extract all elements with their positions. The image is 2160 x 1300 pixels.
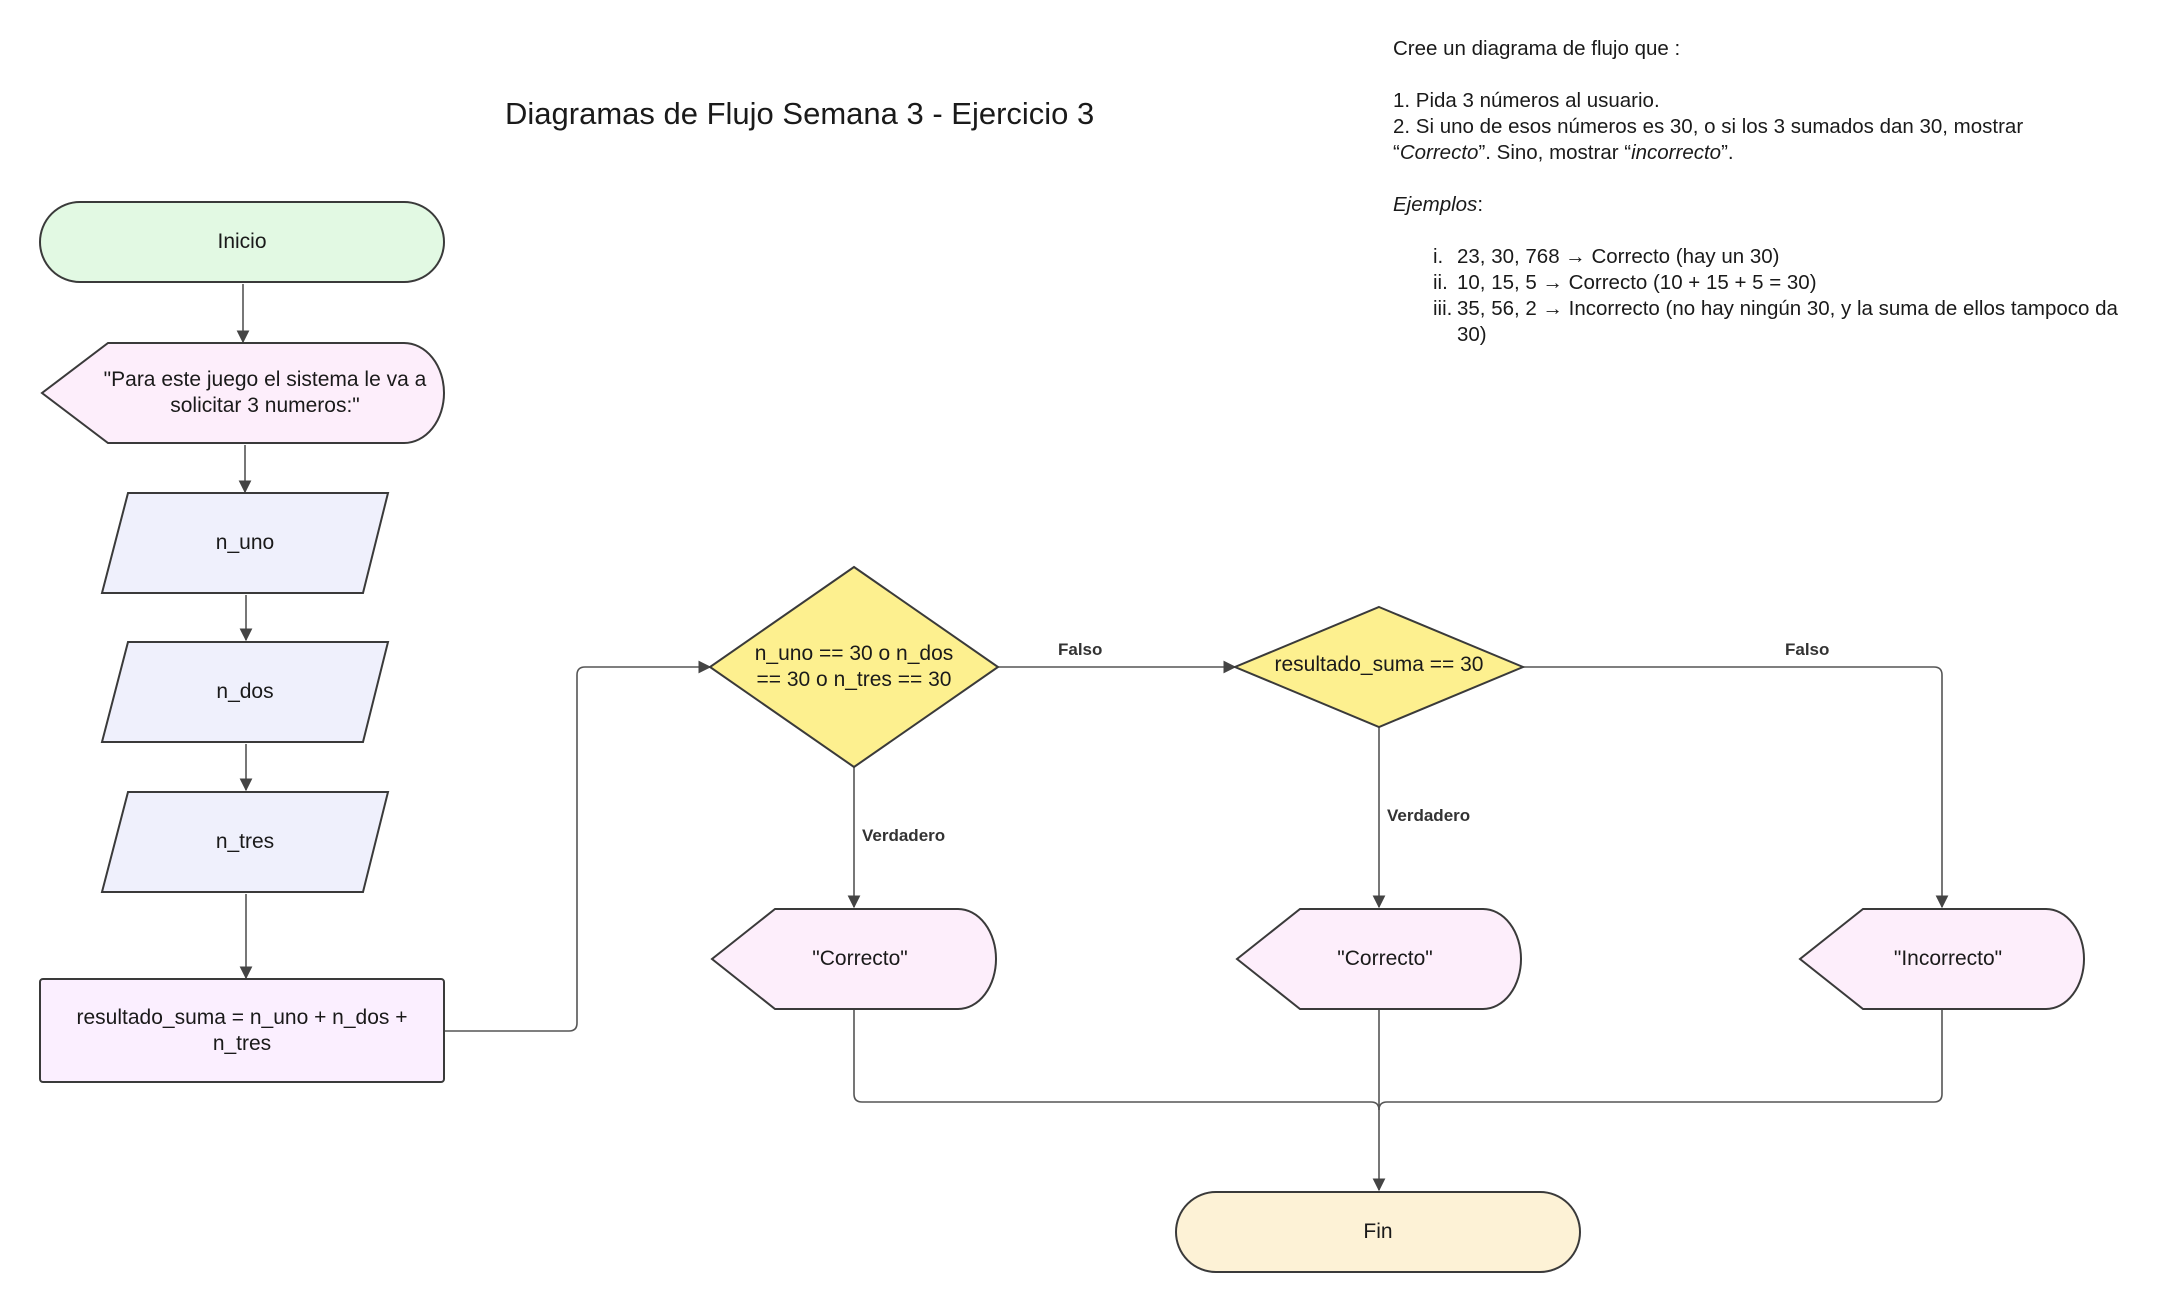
page-title: Diagramas de Flujo Semana 3 - Ejercicio …	[505, 96, 1095, 131]
example-text: 35, 56, 2 → Incorrecto (no hay ningún 30…	[1457, 297, 2118, 346]
end-terminal[interactable]	[1175, 1191, 1581, 1273]
examples-list: i. 23, 30, 768 → Correcto (hay un 30) ii.…	[1393, 244, 2133, 348]
example-item: iii.35, 56, 2 → Incorrecto (no hay ningú…	[1433, 296, 2133, 348]
example-text: 23, 30, 768 → Correcto (hay un 30)	[1457, 245, 1780, 268]
display-intro[interactable]	[40, 342, 445, 444]
display-incorrecto[interactable]	[1798, 908, 2085, 1010]
input-n-tres[interactable]	[100, 791, 390, 893]
incorrect-word: incorrecto	[1631, 141, 1722, 164]
example-number: i.	[1433, 245, 1444, 268]
edge-label-d2-true: Verdadero	[1387, 806, 1471, 825]
example-number: ii.	[1433, 271, 1448, 294]
input-n-dos[interactable]	[100, 641, 390, 743]
decision-numbers-30[interactable]	[708, 565, 1000, 769]
edge-incorrecto-merge	[1378, 1010, 1943, 1111]
examples-colon: :	[1477, 193, 1484, 216]
display-correcto-1[interactable]	[710, 908, 997, 1010]
process-suma[interactable]	[39, 978, 445, 1083]
example-text: 10, 15, 5 → Correcto (10 + 15 + 5 = 30)	[1457, 271, 1817, 294]
step-2-middle: ”. Sino, mostrar “	[1478, 141, 1632, 164]
instructions-step-1: 1. Pida 3 números al usuario.	[1393, 89, 1660, 112]
step-2-end: ”.	[1721, 141, 1734, 164]
edge-label-d1-false: Falso	[1058, 640, 1103, 659]
example-number: iii.	[1433, 297, 1453, 320]
display-correcto-2[interactable]	[1235, 908, 1522, 1010]
example-item: ii. 10, 15, 5 → Correcto (10 + 15 + 5 = 3…	[1433, 270, 2133, 296]
example-item: i. 23, 30, 768 → Correcto (hay un 30)	[1433, 244, 2133, 270]
start-terminal[interactable]	[39, 201, 445, 283]
correct-word: Correcto	[1399, 141, 1479, 164]
edge-suma-decision1	[445, 660, 712, 1032]
examples-label: Ejemplos	[1393, 193, 1478, 216]
input-n-uno[interactable]	[100, 492, 390, 594]
quote-open-1: “	[1393, 141, 1400, 164]
edge-label-d2-false: Falso	[1785, 640, 1830, 659]
instructions-panel: Cree un diagrama de flujo que : 1. Pida …	[1393, 36, 2133, 348]
instructions-heading: Cree un diagrama de flujo que :	[1393, 37, 1681, 60]
edge-label-d1-true: Verdadero	[862, 826, 946, 845]
instructions-step-2-continued: “Correcto”. Sino, mostrar “incorrecto”.	[1393, 140, 2133, 166]
decision-suma-30[interactable]	[1232, 605, 1526, 729]
examples-heading: Ejemplos:	[1393, 192, 2133, 218]
instructions-step-2: 2. Si uno de esos números es 30, o si lo…	[1393, 115, 2024, 138]
edge-correcto1-merge	[853, 1010, 1380, 1111]
edge-decision2-incorrecto	[1523, 666, 1949, 909]
